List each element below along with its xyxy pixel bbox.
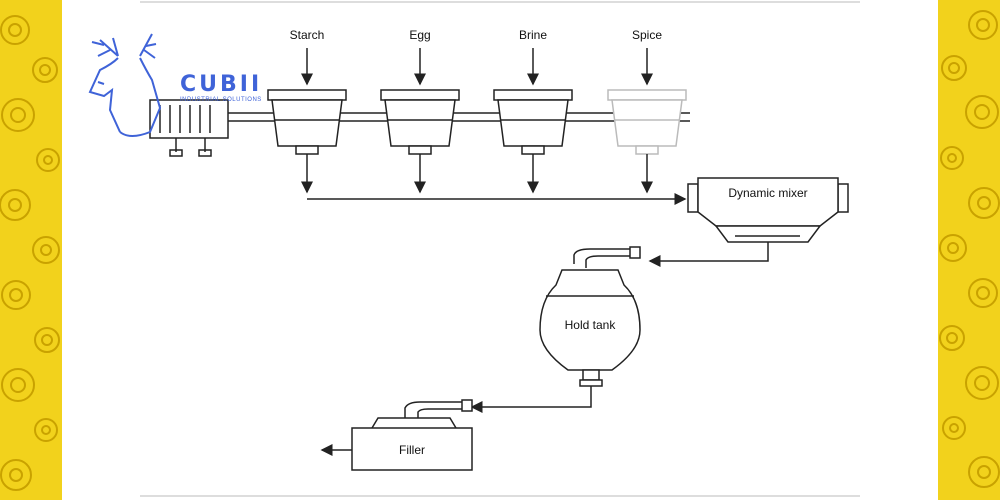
label-egg: Egg — [409, 28, 431, 42]
label-filler: Filler — [399, 443, 425, 457]
filler — [351, 399, 473, 471]
hopper-brine — [493, 89, 573, 155]
hopper-starch — [267, 89, 347, 155]
label-brine: Brine — [518, 28, 548, 42]
logo-tagline: INDUSTRIAL SOLUTIONS — [180, 97, 262, 103]
gear-pattern-right — [939, 10, 1000, 488]
label-spice: Spice — [631, 28, 663, 42]
dynamic-mixer — [687, 177, 849, 243]
gear-pattern-left — [0, 15, 60, 491]
pump — [149, 99, 229, 157]
hopper-spice — [607, 89, 687, 155]
label-starch: Starch — [289, 28, 325, 42]
label-dynamic-mixer: Dynamic mixer — [728, 186, 808, 200]
left-gear-border — [0, 0, 62, 500]
label-hold-tank: Hold tank — [564, 318, 616, 332]
logo-wordmark: CUBII — [180, 72, 263, 97]
hopper-egg — [380, 89, 460, 155]
deer-logo-icon — [88, 33, 162, 137]
hold-tank — [539, 246, 641, 387]
right-gear-border — [938, 0, 1000, 500]
